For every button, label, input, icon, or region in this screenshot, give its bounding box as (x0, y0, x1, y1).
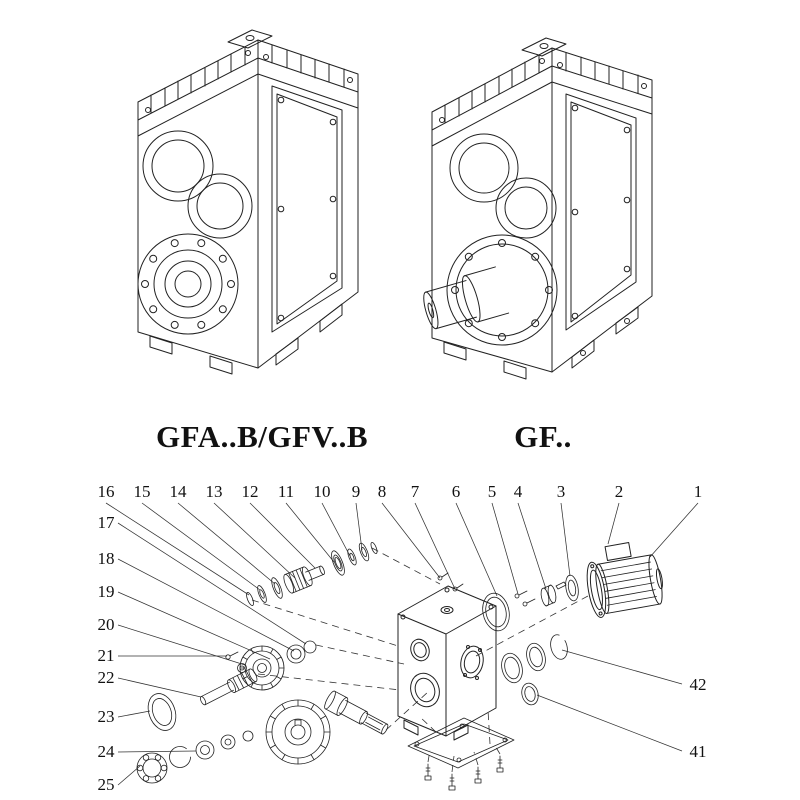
motor-fins (600, 561, 657, 606)
model-label-right: GF.. (514, 419, 572, 454)
input-pinion (283, 565, 325, 594)
part-numbers-top: 16 15 14 13 12 11 10 9 8 7 6 5 4 3 2 1 (98, 482, 703, 501)
bearing-bores-left (142, 130, 253, 239)
output-gear (265, 699, 331, 765)
part-number-11: 11 (278, 482, 294, 501)
part-number-21: 21 (98, 646, 115, 665)
mounting-bolts (424, 755, 504, 791)
coupling (565, 574, 579, 602)
part-number-15: 15 (134, 482, 151, 501)
output-shaft-boss (423, 266, 510, 330)
output-flange-left (137, 233, 239, 335)
part-numbers-left: 17 18 19 20 21 22 23 24 25 (98, 513, 116, 794)
part-numbers-right: 42 41 (690, 675, 707, 761)
part-number-9: 9 (352, 482, 361, 501)
output-shaft-parts (136, 690, 389, 784)
part-number-23: 23 (98, 707, 115, 726)
intermediate-pinion-shaft (199, 668, 258, 706)
part-number-20: 20 (98, 615, 115, 634)
side-cover-left (271, 85, 343, 333)
bearing-bores-right (449, 133, 557, 239)
part-number-14: 14 (170, 482, 188, 501)
part-number-22: 22 (98, 668, 115, 687)
part-number-6: 6 (452, 482, 461, 501)
intermediate-gear-parts (199, 640, 317, 706)
mounting-feet-right (443, 306, 639, 380)
part-number-8: 8 (378, 482, 387, 501)
mounting-plate (407, 717, 515, 769)
cooling-fins-right (431, 52, 653, 147)
intermediate-gear (239, 645, 285, 691)
part-number-5: 5 (488, 482, 497, 501)
motor-assembly (586, 542, 663, 618)
leader-lines (105, 502, 699, 786)
part-number-10: 10 (314, 482, 331, 501)
part-number-4: 4 (514, 482, 523, 501)
adapter-parts (482, 574, 579, 632)
oil-seal (147, 693, 177, 731)
exploded-view: 16 15 14 13 12 11 10 9 8 7 6 5 4 3 2 1 1… (98, 482, 707, 794)
part-number-41: 41 (690, 742, 707, 761)
part-number-13: 13 (206, 482, 223, 501)
shaft-key (555, 581, 567, 590)
part-number-25: 25 (98, 775, 115, 794)
part-number-16: 16 (98, 482, 115, 501)
part-number-19: 19 (98, 582, 115, 601)
roller-bearing (136, 752, 168, 784)
snap-ring (169, 746, 191, 768)
set-screw (225, 651, 239, 660)
terminal-box (604, 542, 632, 561)
output-shaft (324, 690, 389, 735)
part-number-17: 17 (98, 513, 116, 532)
part-number-3: 3 (557, 482, 566, 501)
seal-rings (501, 634, 568, 706)
projection-lines (251, 547, 589, 773)
model-label-left: GFA..B/GFV..B (156, 419, 368, 454)
part-number-24: 24 (98, 742, 116, 761)
cooling-fins-left (137, 44, 359, 137)
side-cover-right (565, 93, 637, 331)
housing-plug-screws (437, 572, 464, 592)
part-number-7: 7 (411, 482, 420, 501)
mounting-feet-left (149, 303, 343, 375)
output-flange-right (446, 234, 558, 346)
gearbox-iso-right (423, 37, 653, 380)
part-number-2: 2 (615, 482, 624, 501)
part-number-12: 12 (242, 482, 259, 501)
gearbox-iso-left (137, 29, 359, 375)
part-number-18: 18 (98, 549, 115, 568)
input-shaft-parts (246, 541, 378, 606)
gear-housing (397, 572, 497, 741)
part-number-42: 42 (690, 675, 707, 694)
part-number-1: 1 (694, 482, 703, 501)
